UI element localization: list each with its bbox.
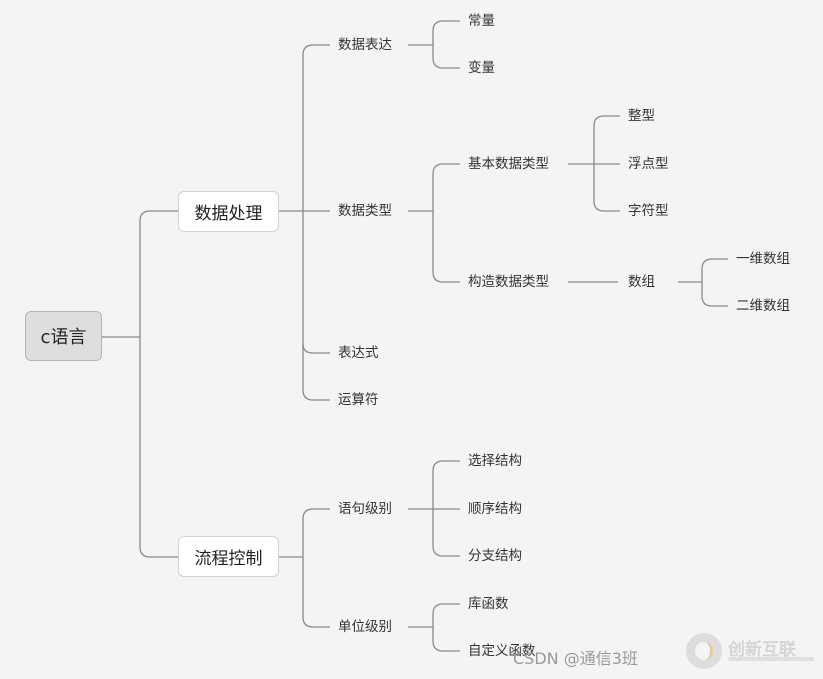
node-constructed-data-types[interactable]: 构造数据类型 [468, 274, 549, 290]
node-array[interactable]: 数组 [628, 274, 655, 290]
brand-logo: 创新互联 [686, 631, 816, 671]
node-expression[interactable]: 表达式 [338, 345, 379, 361]
node-library-function[interactable]: 库函数 [468, 596, 509, 612]
node-data-expression[interactable]: 数据表达 [338, 37, 392, 53]
node-operator[interactable]: 运算符 [338, 392, 379, 408]
node-sequence-structure[interactable]: 顺序结构 [468, 501, 522, 517]
node-unit-level[interactable]: 单位级别 [338, 619, 392, 635]
root-node[interactable]: c语言 [25, 311, 102, 361]
node-two-dim-array[interactable]: 二维数组 [736, 298, 790, 314]
node-flow-control[interactable]: 流程控制 [178, 536, 279, 577]
brand-logo-icon [686, 633, 722, 669]
edge-to-expression [302, 343, 330, 354]
node-data-processing[interactable]: 数据处理 [178, 191, 279, 232]
brand-logo-text: 创新互联 [728, 640, 796, 660]
node-char[interactable]: 字符型 [628, 203, 669, 219]
edge-data-types-bracket [432, 163, 460, 283]
node-integer[interactable]: 整型 [628, 108, 655, 124]
csdn-watermark: CSDN @通信3班 [513, 649, 638, 668]
node-data-types[interactable]: 数据类型 [338, 203, 392, 219]
node-basic-data-types[interactable]: 基本数据类型 [468, 156, 549, 172]
node-selection-structure[interactable]: 选择结构 [468, 453, 522, 469]
edge-root-to-data-processing [139, 210, 178, 558]
node-statement-level[interactable]: 语句级别 [338, 501, 392, 517]
node-variable[interactable]: 变量 [468, 60, 495, 76]
node-constant[interactable]: 常量 [468, 13, 495, 29]
node-float[interactable]: 浮点型 [628, 156, 669, 172]
edge-array-bracket [701, 258, 728, 307]
node-one-dim-array[interactable]: 一维数组 [736, 251, 790, 267]
edge-data-expression-bracket [432, 20, 460, 69]
edge-unit-level-bracket [432, 603, 460, 652]
node-custom-function[interactable]: 自定义函数 [468, 643, 536, 659]
edge-flow-control-bracket [302, 508, 330, 628]
edge-data-processing-bracket [302, 44, 330, 401]
brand-logo-underline [728, 657, 814, 661]
node-branch-structure[interactable]: 分支结构 [468, 548, 522, 564]
